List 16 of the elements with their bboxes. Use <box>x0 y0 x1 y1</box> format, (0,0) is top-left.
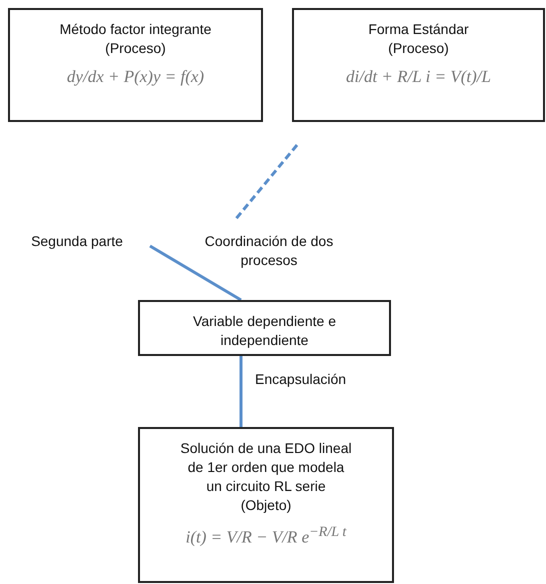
object-box <box>138 427 394 583</box>
box-title: Variable dependiente e independiente <box>192 312 337 350</box>
box-title: Método factor integrante (Proceso) <box>58 20 212 58</box>
formula: di/dt + R/L i = V(t)/L <box>345 66 492 88</box>
concept-box <box>138 300 391 356</box>
formula: i(t) = V/R − V/R e$^{−R/L t}$ <box>184 522 348 548</box>
box-title: Forma Estándar (Proceso) <box>367 20 470 58</box>
process-box <box>8 8 263 122</box>
connector-line <box>240 356 242 427</box>
process-box <box>292 8 545 122</box>
formula: dy/dx + P(x)y = f(x) <box>66 66 206 88</box>
node-text: Coordinación de dos procesos <box>180 232 358 270</box>
box-title: Solución de una EDO lineal de 1er orden que modela un circuito RL serie (Objeto) <box>180 439 352 515</box>
connector-line <box>149 244 242 302</box>
node-text: Segunda parte <box>14 232 140 251</box>
dashed-line <box>234 144 298 221</box>
